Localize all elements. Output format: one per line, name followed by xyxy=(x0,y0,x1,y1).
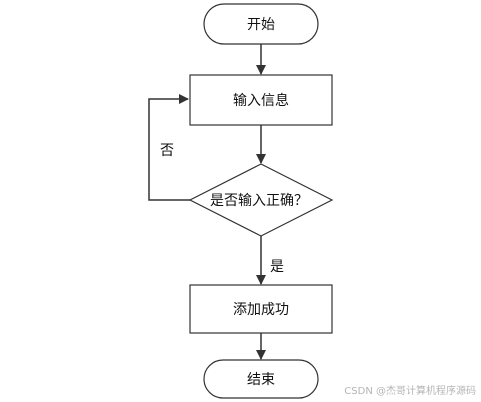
success-node: 添加成功 xyxy=(189,284,333,334)
no-label: 否 xyxy=(160,143,174,159)
end-label: 结束 xyxy=(247,372,275,388)
watermark: CSDN @杰哥计算机程序源码 xyxy=(344,384,476,397)
success-label: 添加成功 xyxy=(233,302,289,318)
decision-label: 是否输入正确？ xyxy=(210,193,308,209)
start-label: 开始 xyxy=(247,17,275,33)
arrow-no-loop xyxy=(148,94,190,201)
end-node: 结束 xyxy=(203,359,319,399)
decision-node: 是否输入正确？ xyxy=(188,163,334,237)
start-node: 开始 xyxy=(203,3,319,45)
input-node: 输入信息 xyxy=(189,74,333,126)
yes-label: 是 xyxy=(270,259,284,275)
input-label: 输入信息 xyxy=(233,92,289,109)
